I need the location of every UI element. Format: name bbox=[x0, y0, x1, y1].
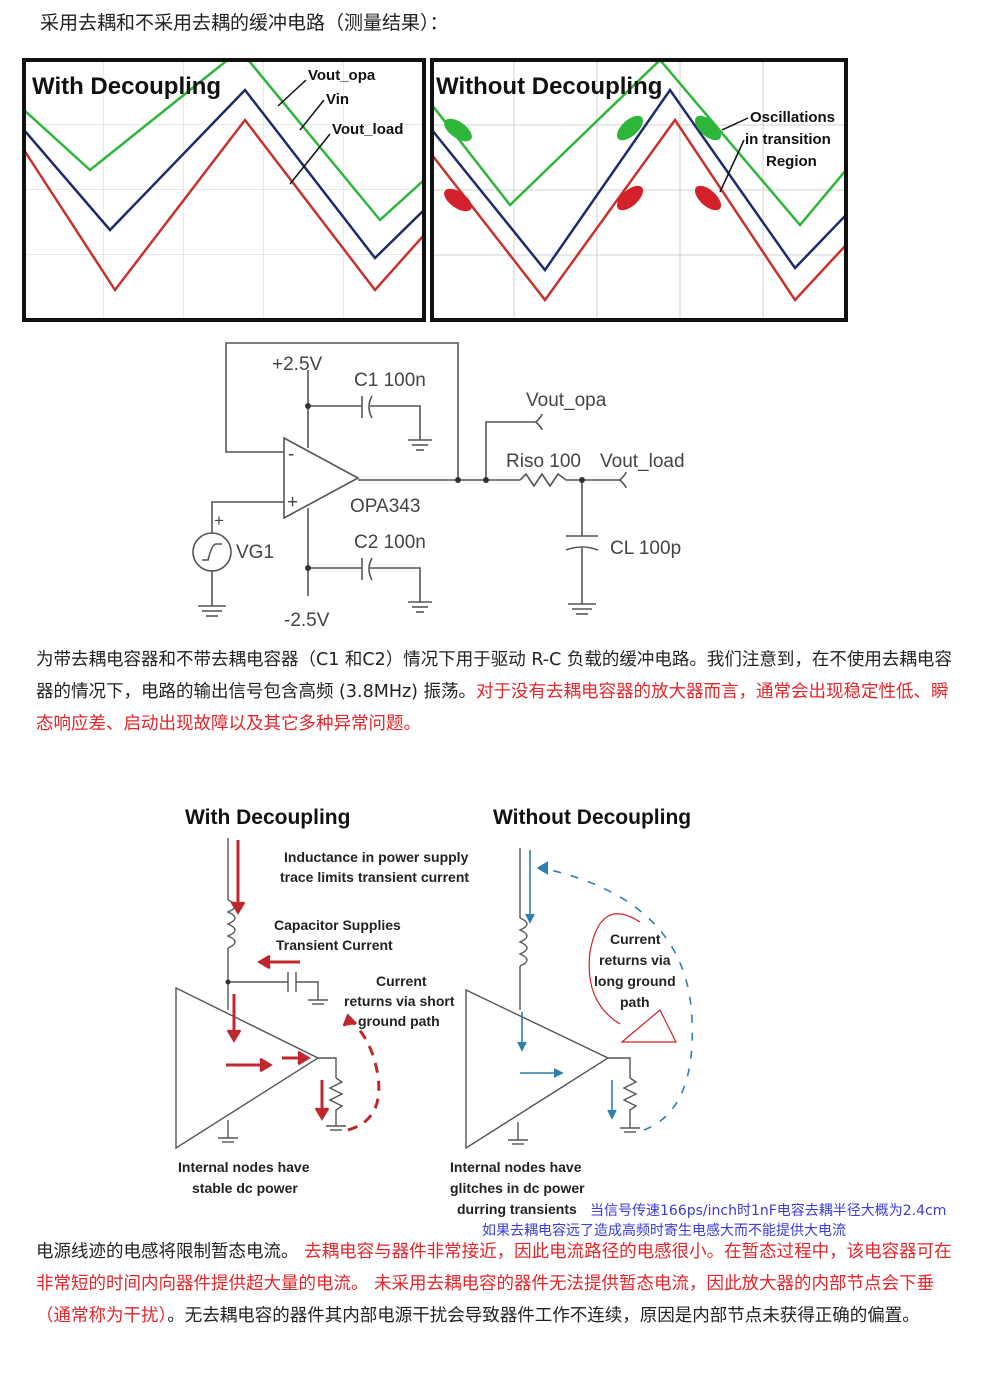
osc-blob-red-3 bbox=[694, 185, 722, 211]
osc-blob-green-1 bbox=[444, 118, 472, 142]
paragraph-1-text: 为带去耦电容器和不带去耦电容器（C1 和C2）情况下用于驱动 R-C 负载的缓冲… bbox=[36, 650, 952, 702]
scope-left-title: With Decoupling bbox=[32, 73, 221, 100]
label-opamp: OPA343 bbox=[350, 496, 420, 517]
buffer-schematic: +2.5V -2.5V C1 100n C2 100n Vout_opa Ris… bbox=[192, 342, 685, 630]
fig2-right-title: Without Decoupling bbox=[493, 806, 691, 829]
fig2-short-2: returns via short bbox=[344, 993, 455, 1009]
fig2-inductance-2: trace limits transient current bbox=[280, 869, 469, 885]
label-vg1: VG1 bbox=[236, 542, 274, 563]
note-line-2: 如果去耦电容远了造成高频时寄生电感大而不能提供大电流 bbox=[482, 1223, 846, 1239]
hand-drawn-annotation bbox=[588, 913, 677, 1043]
label-vpos: +2.5V bbox=[272, 354, 323, 375]
fig2-left-title: With Decoupling bbox=[185, 806, 350, 829]
scope-left-panel: With Decoupling Vout_opa Vin Vout_load bbox=[22, 58, 426, 322]
current-path-figure: With Decoupling Without Decoupling bbox=[175, 806, 694, 1217]
trace-vout-opa-left bbox=[24, 60, 424, 222]
fig2-stable-2: stable dc power bbox=[192, 1180, 298, 1196]
fig2-inductance-1: Inductance in power supply bbox=[284, 849, 469, 865]
fig2-cap-2: Transient Current bbox=[276, 937, 393, 953]
osc-pointer-2 bbox=[719, 139, 745, 193]
osc-blob-green-3 bbox=[694, 115, 722, 141]
label-vout-opa: Vout_opa bbox=[308, 67, 376, 84]
paragraph-2-highlight: 去耦电容与器件非常接近，因此电流路径的电感很小。在暂态过程中，该电容器可在非常短… bbox=[36, 1242, 952, 1326]
paragraph-2-text-a: 电源线迹的电感将限制暂态电流。 bbox=[36, 1242, 299, 1262]
paragraph-2: 电源线迹的电感将限制暂态电流。 去耦电容与器件非常接近，因此电流路径的电感很小。… bbox=[36, 1236, 966, 1332]
label-plus-source: + bbox=[214, 511, 224, 530]
page-heading: 采用去耦和不采用去耦的缓冲电路（测量结果）： bbox=[40, 12, 449, 34]
label-vout-load: Vout_load bbox=[332, 121, 403, 138]
label-vout-opa-node: Vout_opa bbox=[526, 390, 607, 411]
fig2-cap-1: Capacitor Supplies bbox=[274, 917, 401, 933]
right-current-arrows bbox=[517, 850, 694, 1131]
left-current-arrows bbox=[226, 840, 381, 1132]
fig2-glitch-2: glitches in dc power bbox=[450, 1180, 585, 1196]
label-riso: Riso 100 bbox=[506, 451, 581, 472]
osc-label-line3: Region bbox=[766, 153, 817, 170]
note-line-1: 当信号传速166ps/inch时1nF电容去耦半径大概为2.4cm bbox=[590, 1203, 947, 1219]
fig2-long-2: returns via bbox=[599, 952, 671, 968]
label-c2: C2 100n bbox=[354, 532, 426, 553]
fig2-long-4: path bbox=[620, 994, 650, 1010]
scope-right-title: Without Decoupling bbox=[436, 73, 662, 100]
osc-label-line2: in transition bbox=[745, 131, 831, 148]
label-cl: CL 100p bbox=[610, 538, 681, 559]
fig2-long-1: Current bbox=[610, 931, 661, 947]
pointer-vout-load bbox=[289, 133, 331, 185]
label-vin: Vin bbox=[326, 91, 349, 108]
fig2-glitch-3: durring transients bbox=[457, 1201, 577, 1217]
fig2-short-1: Current bbox=[376, 973, 427, 989]
paragraph-2-text-b: 。无去耦电容的器件其内部电源干扰会导致器件工作不连续，原因是内部节点未获得正确的… bbox=[167, 1306, 920, 1326]
osc-blob-red-1 bbox=[444, 188, 472, 212]
label-c1: C1 100n bbox=[354, 370, 426, 391]
trace-vout-load-right bbox=[432, 117, 846, 303]
fig2-stable-1: Internal nodes have bbox=[178, 1159, 310, 1175]
left-circuit bbox=[175, 838, 346, 1150]
osc-blob-red-2 bbox=[616, 185, 644, 211]
label-vout-load-node: Vout_load bbox=[600, 451, 685, 472]
pointer-vin bbox=[299, 99, 325, 131]
trace-vout-load-left bbox=[24, 117, 424, 293]
label-vneg: -2.5V bbox=[284, 610, 330, 630]
fig2-long-3: long ground bbox=[594, 973, 676, 989]
scope-figure: With Decoupling Vout_opa Vin Vout_load bbox=[22, 58, 848, 322]
osc-label-line1: Oscillations bbox=[750, 109, 835, 126]
fig2-glitch-1: Internal nodes have bbox=[450, 1159, 582, 1175]
paragraph-1: 为带去耦电容器和不带去耦电容器（C1 和C2）情况下用于驱动 R-C 负载的缓冲… bbox=[36, 644, 966, 740]
trace-vin-left bbox=[24, 88, 424, 260]
osc-pointer-1 bbox=[721, 117, 749, 131]
osc-blob-green-2 bbox=[616, 115, 644, 141]
scope-right-panel: Without Decoupling Oscillations in trans… bbox=[430, 58, 848, 322]
label-plus-input: + bbox=[287, 492, 298, 513]
paragraph-1-highlight: 对于没有去耦电容器的放大器而言，通常会出现稳定性低、瞬态响应差、启动出现故障以及… bbox=[36, 682, 949, 734]
trace-vout-opa-right bbox=[432, 60, 846, 227]
opamp-symbol bbox=[283, 436, 360, 520]
vg1-source-symbol bbox=[192, 532, 232, 572]
right-circuit bbox=[465, 848, 640, 1150]
fig2-short-3: ground path bbox=[358, 1013, 440, 1029]
label-minus: - bbox=[288, 444, 294, 465]
pointer-vout-opa bbox=[277, 79, 307, 107]
trace-vin-right bbox=[432, 87, 846, 273]
